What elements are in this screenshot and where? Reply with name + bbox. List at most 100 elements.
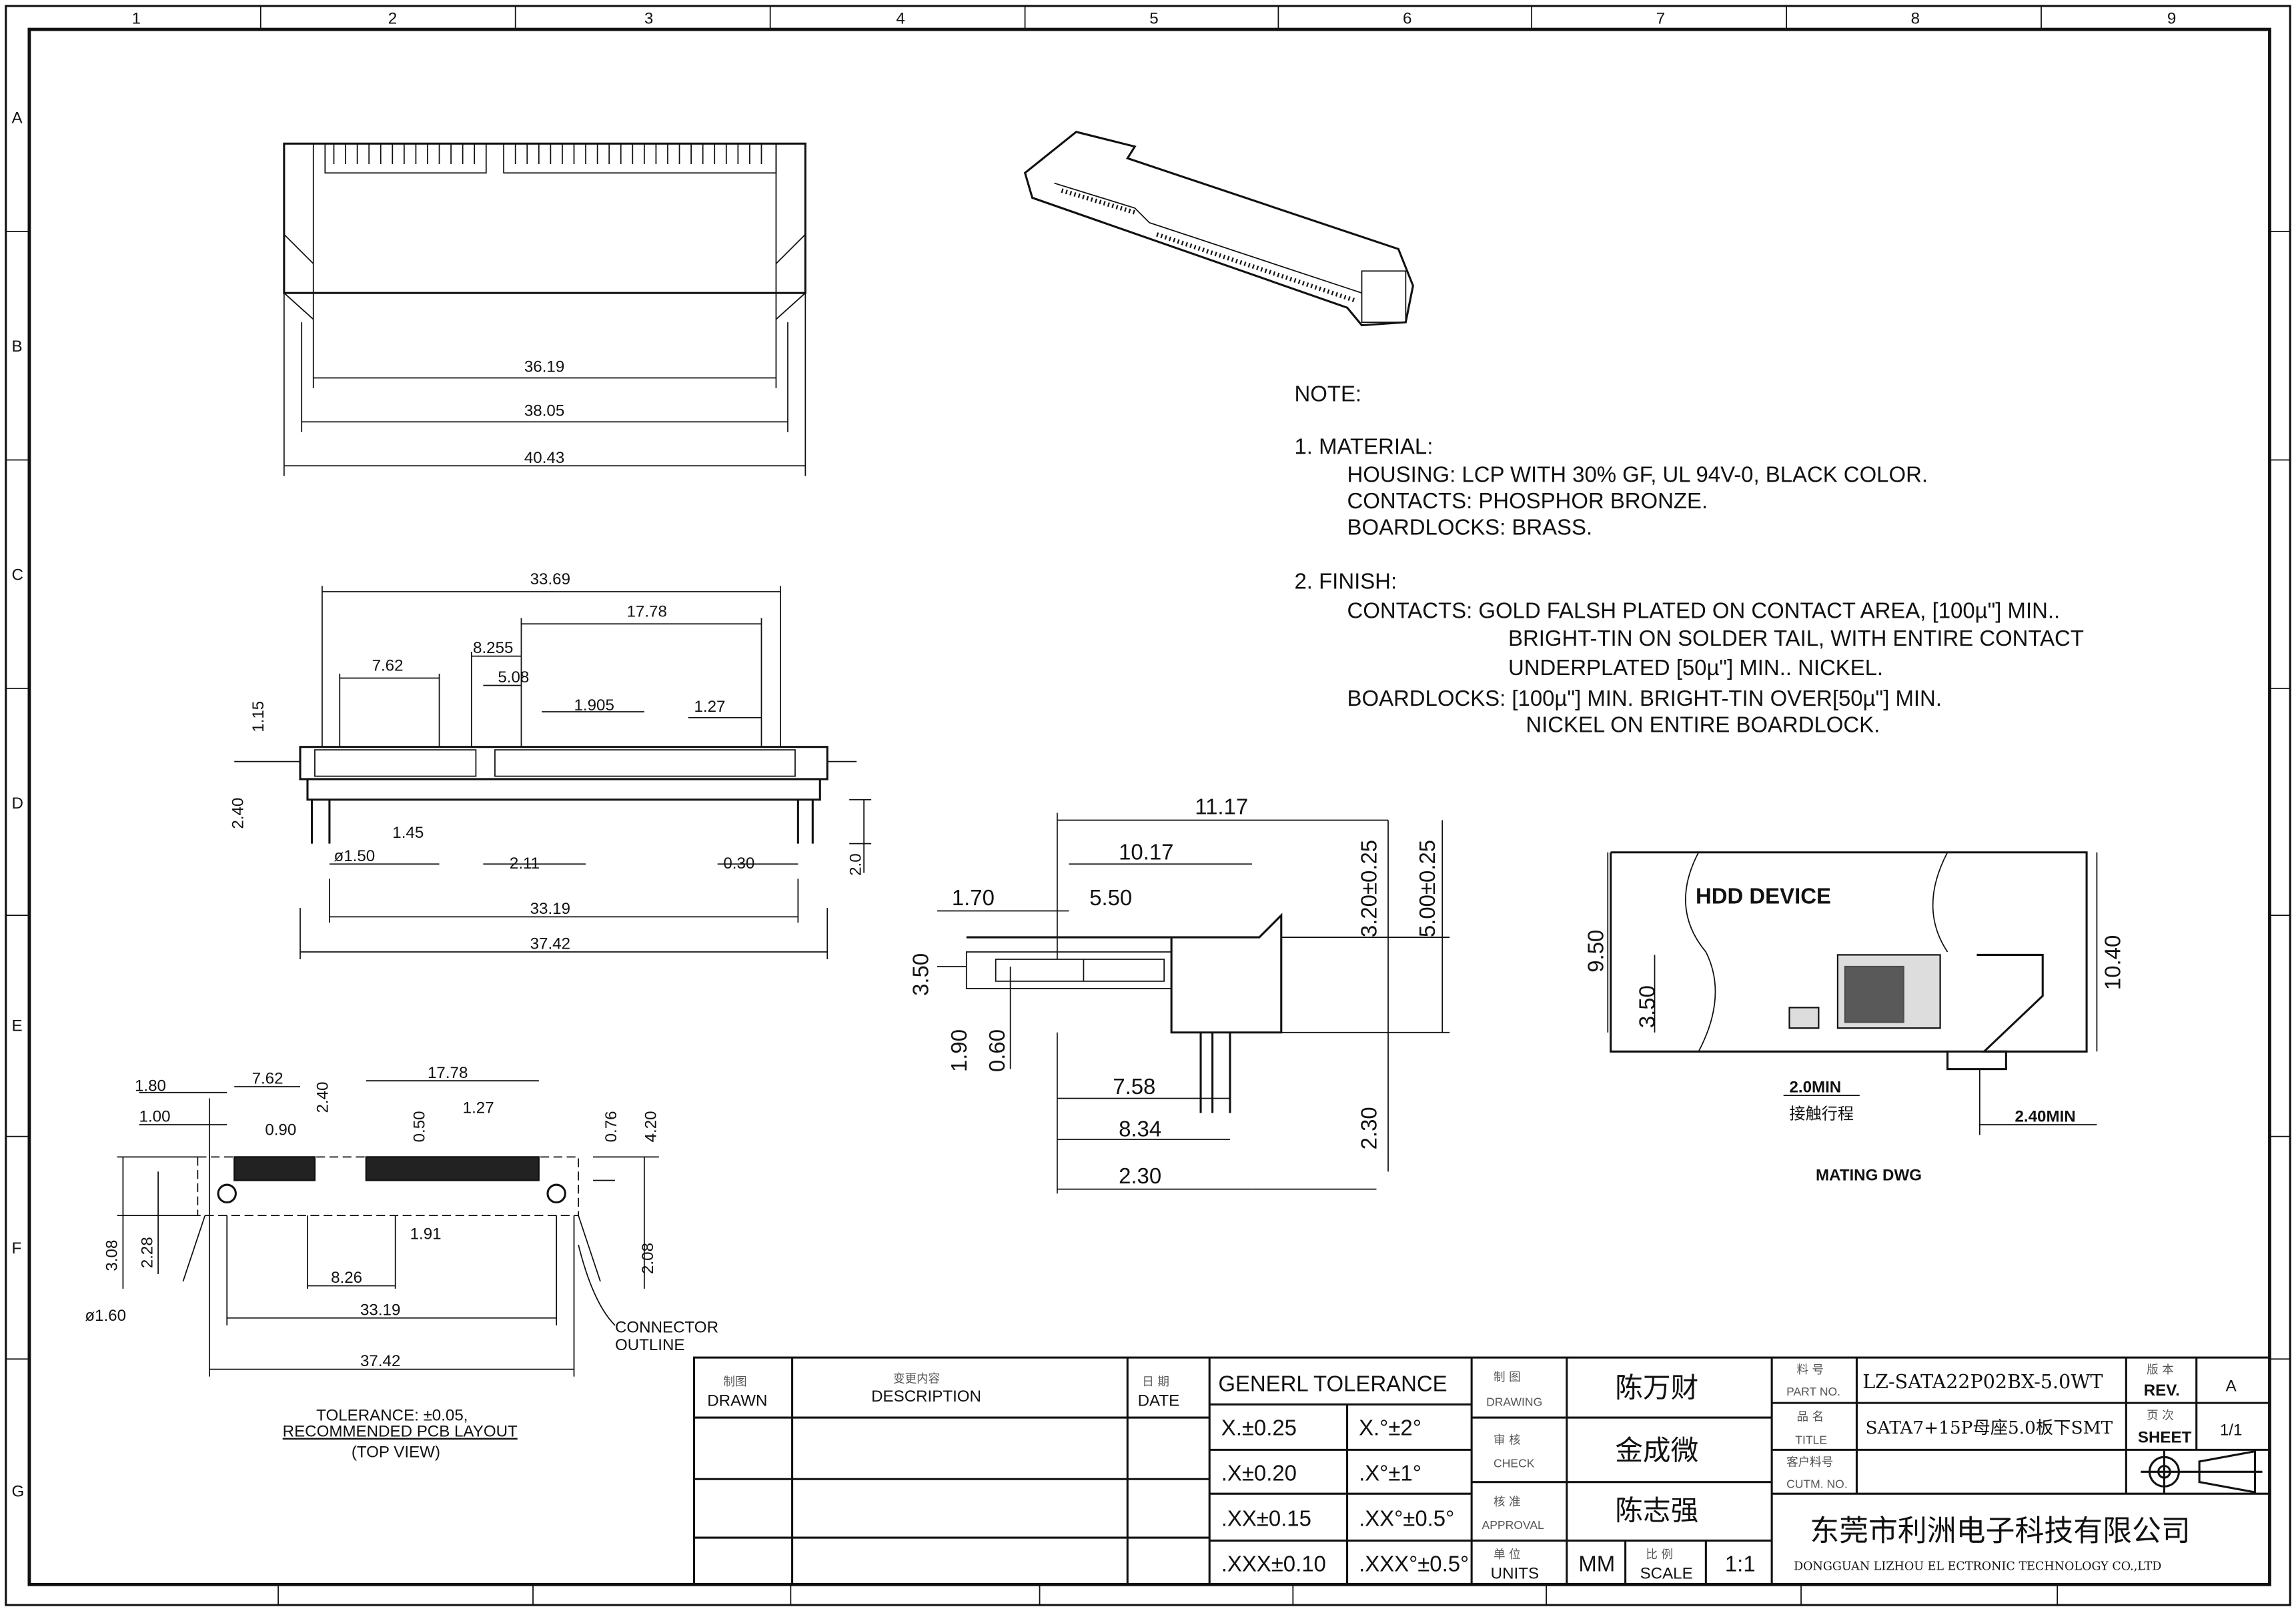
grid-row-a: A: [12, 109, 23, 127]
grid-col-2: 2: [388, 9, 397, 27]
grid-row-e: E: [12, 1017, 23, 1035]
dim-7-62: 7.62: [372, 657, 404, 675]
dim-0-60: 0.60: [985, 1029, 1009, 1072]
grid-col-8: 8: [1911, 9, 1920, 27]
note-contacts-finish-3: UNDERPLATED [50µ"] MIN.. NICKEL.: [1508, 655, 1883, 680]
drawing-label: DRAWING: [1486, 1396, 1542, 1409]
dim-1-905: 1.905: [574, 696, 614, 714]
dim-0-76: 0.76: [602, 1111, 620, 1142]
dim-36-19: 36.19: [524, 358, 564, 376]
description-label: DESCRIPTION: [871, 1388, 981, 1406]
pcb-caption-layout: RECOMMENDED PCB LAYOUT: [283, 1423, 518, 1441]
dim-8-255: 8.255: [473, 639, 513, 657]
note-boardlocks-finish-2: NICKEL ON ENTIRE BOARDLOCK.: [1526, 712, 1880, 737]
dim-7-62: 7.62: [252, 1070, 283, 1088]
note-material: 1. MATERIAL:: [1295, 434, 1433, 459]
note-contacts-finish-2: BRIGHT-TIN ON SOLDER TAIL, WITH ENTIRE C…: [1508, 626, 2084, 650]
company-name-en: DONGGUAN LIZHOU EL ECTRONIC TECHNOLOGY C…: [1794, 1560, 2161, 1573]
note-finish: 2. FINISH:: [1295, 569, 1397, 594]
dim-2-08: 2.08: [639, 1243, 657, 1274]
title-cn: 品 名: [1796, 1410, 1824, 1424]
notes: NOTE: 1. MATERIAL: HOUSING: LCP WITH 30%…: [1295, 382, 2084, 737]
grid-row-c: C: [12, 566, 23, 584]
pcb-caption-view: (TOP VIEW): [352, 1443, 440, 1461]
dim-2-0: 2.0: [847, 853, 865, 876]
pcb-layout-view: 1.80 7.62 17.78 1.00 0.90 2.40 0.50 1.27…: [85, 1064, 718, 1462]
dim-1-90: 1.90: [947, 1029, 971, 1072]
sheet-cn: 页 次: [2147, 1409, 2174, 1422]
hdd-device-label: HDD DEVICE: [1696, 884, 1831, 909]
part-no-value: LZ-SATA22P02BX-5.0WT: [1862, 1371, 2103, 1393]
notes-heading: NOTE:: [1295, 382, 1362, 406]
dim-3-50: 3.50: [1635, 985, 1660, 1028]
scale-value: 1:1: [1725, 1552, 1756, 1576]
rev-cn: 版 本: [2147, 1364, 2174, 1377]
note-boardlocks-finish: BOARDLOCKS: [100µ"] MIN. BRIGHT-TIN OVER…: [1347, 686, 1942, 710]
grid-row-g: G: [12, 1483, 25, 1501]
check-name: 金成微: [1615, 1434, 1698, 1467]
mating-drawing: HDD DEVICE 9.50 3.50 10.40 2.0MIN 接触行程 2…: [1584, 851, 2125, 1184]
dim-1-15: 1.15: [249, 701, 267, 732]
dim-1-80: 1.80: [135, 1077, 166, 1095]
tolerance-xxxx: .XXX±0.10: [1221, 1552, 1326, 1576]
rev-value: A: [2226, 1378, 2237, 1396]
dim-17-78: 17.78: [627, 602, 667, 620]
grid-col-3: 3: [644, 9, 653, 27]
cutm-no-label: CUTM. NO.: [1786, 1477, 1848, 1490]
grid-row-d: D: [12, 794, 23, 813]
units-cn: 单 位: [1494, 1548, 1521, 1562]
grid-col-5: 5: [1149, 9, 1158, 27]
note-contacts-material: CONTACTS: PHOSPHOR BRONZE.: [1347, 488, 1708, 513]
dim-1-70: 1.70: [952, 885, 995, 910]
drawn-cn: 制图: [723, 1376, 746, 1389]
drawing-name: 陈万财: [1615, 1371, 1698, 1404]
check-label: CHECK: [1494, 1457, 1535, 1470]
dim-37-42: 37.42: [360, 1352, 400, 1370]
dim-dia-1-50: ø1.50: [334, 847, 375, 865]
tolerance-xxx-angle: .XX°±0.5°: [1359, 1506, 1454, 1531]
note-housing: HOUSING: LCP WITH 30% GF, UL 94V-0, BLAC…: [1347, 462, 1928, 486]
dim-3-20: 3.20±0.25: [1356, 840, 1381, 937]
title-block: 制图 DRAWN 变更内容 DESCRIPTION 日 期 DATE GENER…: [692, 1356, 2271, 1586]
dim-33-69: 33.69: [530, 570, 570, 588]
tolerance-x: X.±0.25: [1221, 1415, 1297, 1440]
tolerance-xxx: .XX±0.15: [1221, 1506, 1311, 1531]
approval-label: APPROVAL: [1482, 1518, 1544, 1532]
tolerance-xxxx-angle: .XXX°±0.5°: [1359, 1552, 1469, 1576]
front-view: 33.69 17.78 8.255 7.62 5.08 1.905 1.27 1…: [229, 570, 872, 959]
dim-33-19: 33.19: [360, 1301, 400, 1319]
note-contacts-finish: CONTACTS: GOLD FALSH PLATED ON CONTACT A…: [1347, 598, 2061, 623]
contact-travel-label: 接触行程: [1789, 1105, 1854, 1123]
dim-40-43: 40.43: [524, 449, 564, 467]
dim-5-08: 5.08: [498, 668, 529, 686]
date-label: DATE: [1138, 1392, 1180, 1410]
dim-3-50: 3.50: [909, 953, 933, 996]
rev-label: REV.: [2144, 1382, 2180, 1400]
grid-col-1: 1: [132, 9, 141, 27]
dim-8-34: 8.34: [1119, 1117, 1161, 1141]
dim-1-27: 1.27: [694, 698, 726, 716]
dim-8-26: 8.26: [331, 1269, 362, 1287]
date-cn: 日 期: [1142, 1376, 1169, 1389]
sheet-label: SHEET: [2138, 1428, 2192, 1446]
mating-caption: MATING DWG: [1816, 1166, 1922, 1184]
dim-4-20: 4.20: [642, 1111, 660, 1142]
scale-cn: 比 例: [1646, 1548, 1673, 1562]
dim-5-00: 5.00±0.25: [1415, 840, 1440, 937]
dim-2-40-min: 2.40MIN: [2015, 1108, 2076, 1126]
tolerance-xx: .X±0.20: [1221, 1460, 1297, 1485]
tolerance-x-angle: X.°±2°: [1359, 1415, 1421, 1440]
drawing-frame: 1 2 3 4 5 6 7 8 9 A B C D E F G: [5, 5, 2291, 1606]
dim-2-40: 2.40: [229, 798, 247, 829]
dim-2-40: 2.40: [314, 1082, 332, 1113]
dim-2-0-min: 2.0MIN: [1789, 1079, 1841, 1097]
sheet-value: 1/1: [2220, 1421, 2243, 1439]
tolerance-xx-angle: .X°±1°: [1359, 1460, 1421, 1485]
general-tolerance-title: GENERL TOLERANCE: [1218, 1372, 1447, 1396]
dim-9-50: 9.50: [1584, 930, 1608, 973]
dim-33-19: 33.19: [530, 900, 570, 918]
part-no-cn: 料 号: [1796, 1364, 1824, 1377]
dim-1-91: 1.91: [410, 1225, 442, 1243]
units-value: MM: [1578, 1552, 1615, 1576]
